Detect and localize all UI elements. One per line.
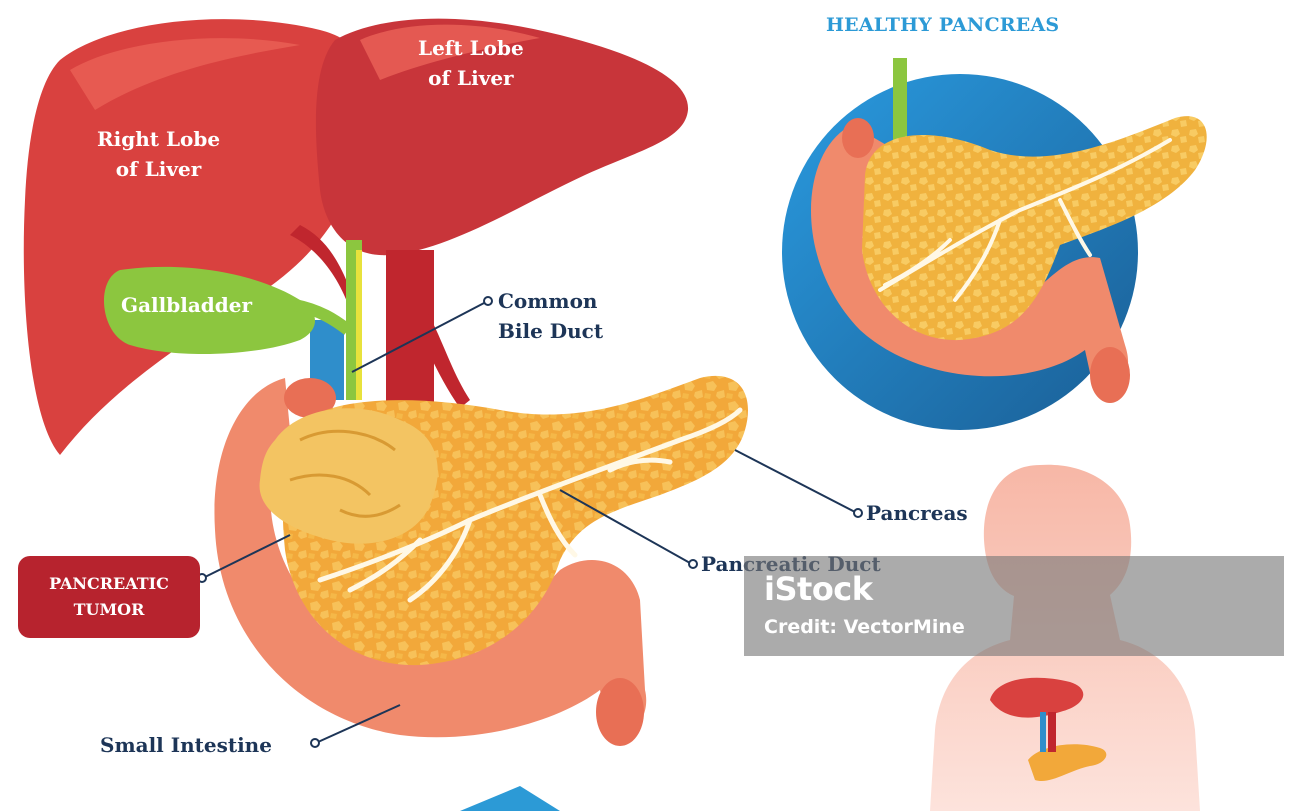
label-small-intestine: Small Intestine (100, 730, 272, 760)
label-pancreas: Pancreas (866, 498, 968, 528)
istock-watermark: iStock Credit: VectorMine (744, 556, 1284, 656)
tumor-label-line1: PANCREATIC (49, 571, 169, 597)
label-gallbladder: Gallbladder (121, 290, 252, 320)
watermark-credit: Credit: VectorMine (764, 616, 965, 638)
healthy-pancreas-title: HEALTHY PANCREAS (826, 14, 1059, 36)
pancreatic-tumor-badge: PANCREATIC TUMOR (18, 556, 200, 638)
tumor-label-line2: TUMOR (74, 597, 145, 623)
watermark-brand: iStock (764, 570, 873, 608)
arrow-shape (460, 786, 560, 811)
healthy-pancreas-inset (782, 58, 1207, 430)
